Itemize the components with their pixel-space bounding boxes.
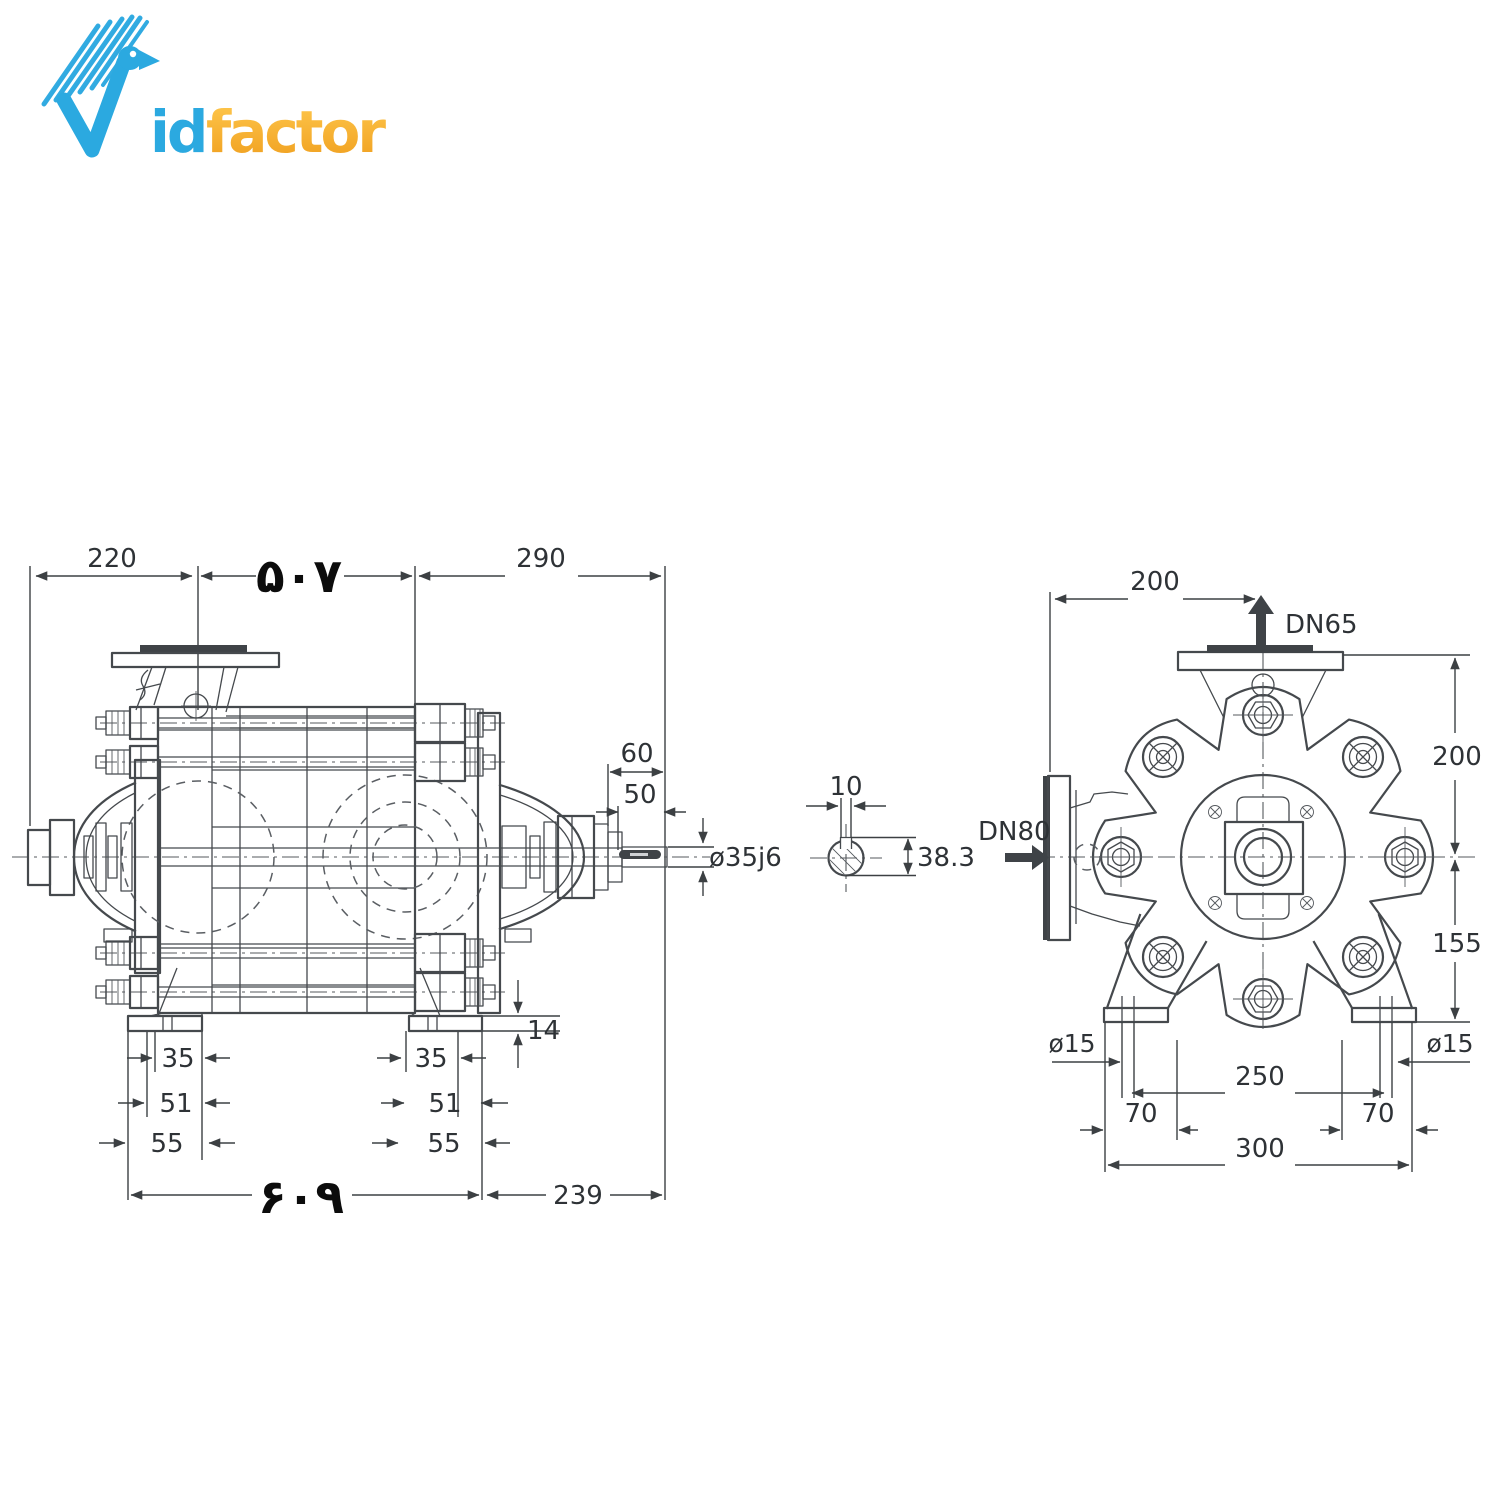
flow-arrow-right-icon [1005, 845, 1049, 870]
tie-rod [95, 932, 496, 974]
logo-text-id: id [150, 98, 205, 166]
dim-right-51: 51 [428, 1089, 461, 1119]
dim-70-left: 70 [1124, 1099, 1157, 1129]
logo-text-factor: factor [206, 98, 386, 166]
dim-609-persian: ۶۰۹ [258, 1170, 344, 1225]
casing-outline [1091, 685, 1435, 1029]
dim-220: 220 [87, 544, 137, 574]
tie-rod [95, 971, 496, 1013]
bearing-block [1208, 796, 1314, 920]
hex-nuts [1091, 685, 1435, 1029]
dim-507-persian: ۵۰۷ [256, 549, 342, 604]
dim-300: 300 [1235, 1134, 1285, 1164]
dim-hole-right: ø15 [1426, 1029, 1473, 1058]
bird-icon [41, 14, 160, 158]
dim-60: 60 [620, 739, 653, 769]
dim-14: 14 [527, 1016, 560, 1046]
dim-left-55: 55 [150, 1129, 183, 1159]
tie-rods [95, 702, 496, 1013]
dim-290: 290 [516, 544, 566, 574]
dim-hole-left: ø15 [1048, 1029, 1095, 1058]
stage-casing [121, 705, 622, 1015]
dim-155: 155 [1432, 929, 1482, 959]
front-discharge-flange [1176, 645, 1345, 719]
block-screws [1208, 805, 1314, 910]
dim-239: 239 [553, 1181, 603, 1211]
tie-rod [95, 702, 496, 744]
vidfactor-logo: id factor [41, 14, 389, 166]
bearing-bracket-circle [1179, 773, 1347, 941]
side-view-feet [126, 967, 484, 1033]
label-dn65: DN65 [1285, 610, 1358, 640]
dim-key-width-10: 10 [829, 772, 862, 802]
dim-250: 250 [1235, 1062, 1285, 1092]
dim-right-200: 200 [1432, 742, 1482, 772]
left-bearing-housing [26, 758, 162, 975]
side-view-dimensions: 220 ۵۰۷ 290 60 50 ø35j6 14 35 [35, 544, 782, 1225]
side-view: 220 ۵۰۷ 290 60 50 ø35j6 14 35 [12, 544, 782, 1225]
dim-38-3: 38.3 [917, 843, 975, 873]
dim-top-200: 200 [1130, 567, 1180, 597]
label-dn80: DN80 [978, 817, 1051, 847]
cross-nuts [1141, 735, 1385, 979]
dim-right-55: 55 [427, 1129, 460, 1159]
tie-rod [95, 741, 496, 783]
key-slot [839, 836, 853, 849]
hatching [829, 841, 863, 875]
front-view: DN65 DN80 200 [978, 567, 1482, 1172]
front-view-feet [1102, 913, 1418, 1024]
dim-left-51: 51 [159, 1089, 192, 1119]
front-suction-flange [1043, 774, 1141, 942]
dim-50: 50 [623, 780, 656, 810]
shaft-cross-section: 10 38.3 [806, 772, 975, 892]
flow-arrow-up-icon [1248, 595, 1274, 645]
dim-left-35: 35 [161, 1044, 194, 1074]
dim-right-35: 35 [414, 1044, 447, 1074]
front-view-dimensions: 200 200 155 ø15 ø15 250 70 70 [1048, 567, 1482, 1172]
right-bearing-housing [476, 711, 668, 1015]
dim-shaft-diameter: ø35j6 [709, 843, 782, 873]
dim-70-right: 70 [1361, 1099, 1394, 1129]
